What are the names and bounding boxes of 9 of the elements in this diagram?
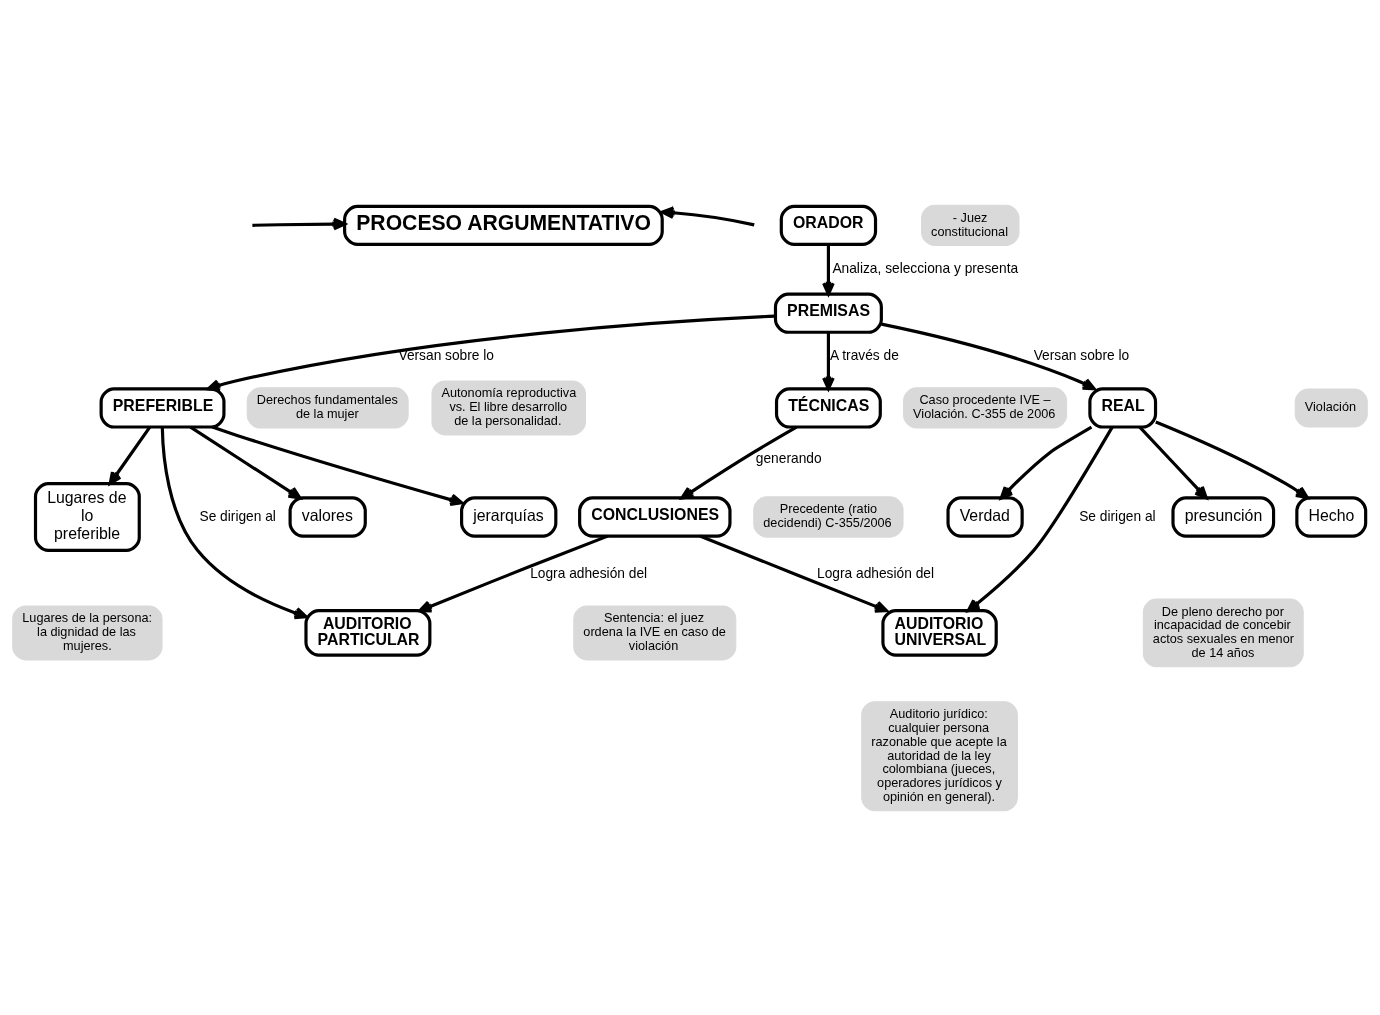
edge-label: A través de — [830, 347, 899, 363]
edge-label: Logra adhesión del — [530, 565, 648, 581]
edge-label: Versan sobre lo — [1033, 347, 1130, 363]
edge-label: Logra adhesión del — [817, 565, 935, 581]
edge-label: generando — [755, 450, 822, 466]
edge-label: Analiza, selecciona y presenta — [832, 260, 1019, 276]
edge-label: Versan sobre lo — [398, 347, 495, 363]
edge-label: Se dirigen al — [1079, 508, 1156, 524]
edge-label: Se dirigen al — [199, 508, 276, 524]
